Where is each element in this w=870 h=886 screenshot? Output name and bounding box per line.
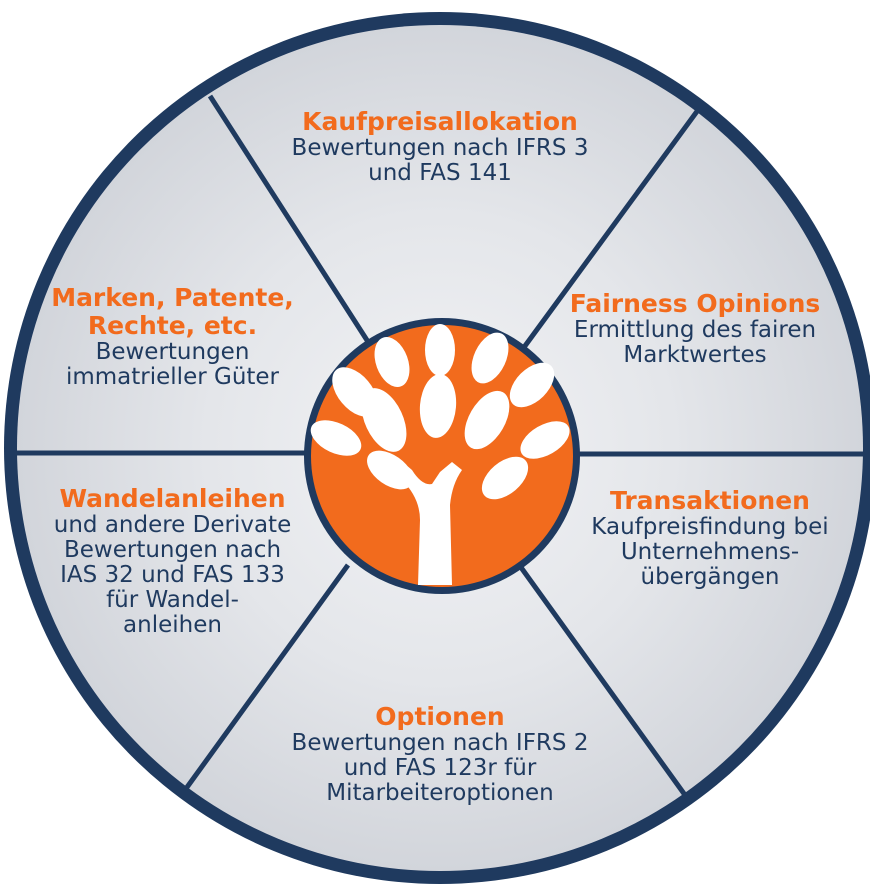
segment-text-line: Bewertungen nach [63, 537, 282, 563]
segment-title: Marken, Patente, [51, 283, 294, 312]
segment-wandelanleihen: Wandelanleihen und andere Derivate Bewer… [15, 485, 330, 638]
segment-optionen: Optionen Bewertungen nach IFRS 2 und FAS… [215, 703, 665, 806]
tree-leaf [374, 336, 410, 388]
segment-fairness-opinions: Fairness Opinions Ermittlung des fairen … [530, 290, 860, 368]
segment-text-line: Ermittlung des fairen [573, 317, 817, 343]
segment-text-line: anleihen [123, 612, 222, 638]
tree-trunk [398, 458, 462, 585]
segment-transaktionen: Transaktionen Kaufpreisfindung bei Unter… [550, 487, 870, 590]
tree-leaf [509, 362, 555, 408]
segment-title: Rechte, etc. [87, 311, 258, 340]
segment-text-line: Kaufpreisfindung bei [591, 514, 829, 540]
divider-lower-left [182, 563, 351, 792]
tree-leaf [481, 456, 529, 500]
segment-text-line: für Wandel- [106, 587, 239, 613]
tree-leaf [419, 374, 457, 438]
segment-title: Wandelanleihen [59, 484, 286, 513]
tree-icon [310, 324, 570, 585]
segment-text-line: IAS 32 und FAS 133 [60, 562, 285, 588]
segment-title: Optionen [375, 702, 505, 731]
tree-leaf [425, 324, 455, 376]
divider-upper-right [519, 108, 701, 352]
tree-leaf [471, 332, 509, 384]
tree-leaf [464, 390, 510, 450]
segment-kaufpreisallokation: Kaufpreisallokation Bewertungen nach IFR… [245, 108, 635, 186]
segment-text-line: und FAS 123r für [343, 755, 537, 781]
segment-text-line: Bewertungen [95, 339, 250, 365]
segment-text-line: und FAS 141 [368, 160, 512, 186]
tree-leaf [520, 421, 570, 459]
tree-leaf [361, 388, 407, 452]
tree-leaf [310, 420, 362, 456]
segment-dividers [10, 94, 870, 804]
segment-text-line: und andere Derivate [53, 512, 292, 538]
segment-marken-patente: Marken, Patente, Rechte, etc. Bewertunge… [15, 284, 330, 390]
segment-text-line: Unternehmens- [620, 539, 800, 565]
segment-title: Kaufpreisallokation [302, 107, 578, 136]
segment-text-line: Bewertungen nach IFRS 3 [291, 135, 589, 161]
segment-text-line: übergängen [640, 564, 780, 590]
segment-text-line: immatrieller Güter [65, 364, 280, 390]
divider-upper-left [207, 94, 375, 350]
segment-title: Fairness Opinions [569, 289, 821, 318]
segment-text-line: Bewertungen nach IFRS 2 [291, 730, 589, 756]
segment-title: Transaktionen [610, 486, 810, 515]
divider-lower-right [517, 564, 693, 804]
tree-leaf [367, 450, 413, 490]
segment-text-line: Mitarbeiteroptionen [326, 780, 554, 806]
segment-text-line: Marktwertes [623, 342, 767, 368]
